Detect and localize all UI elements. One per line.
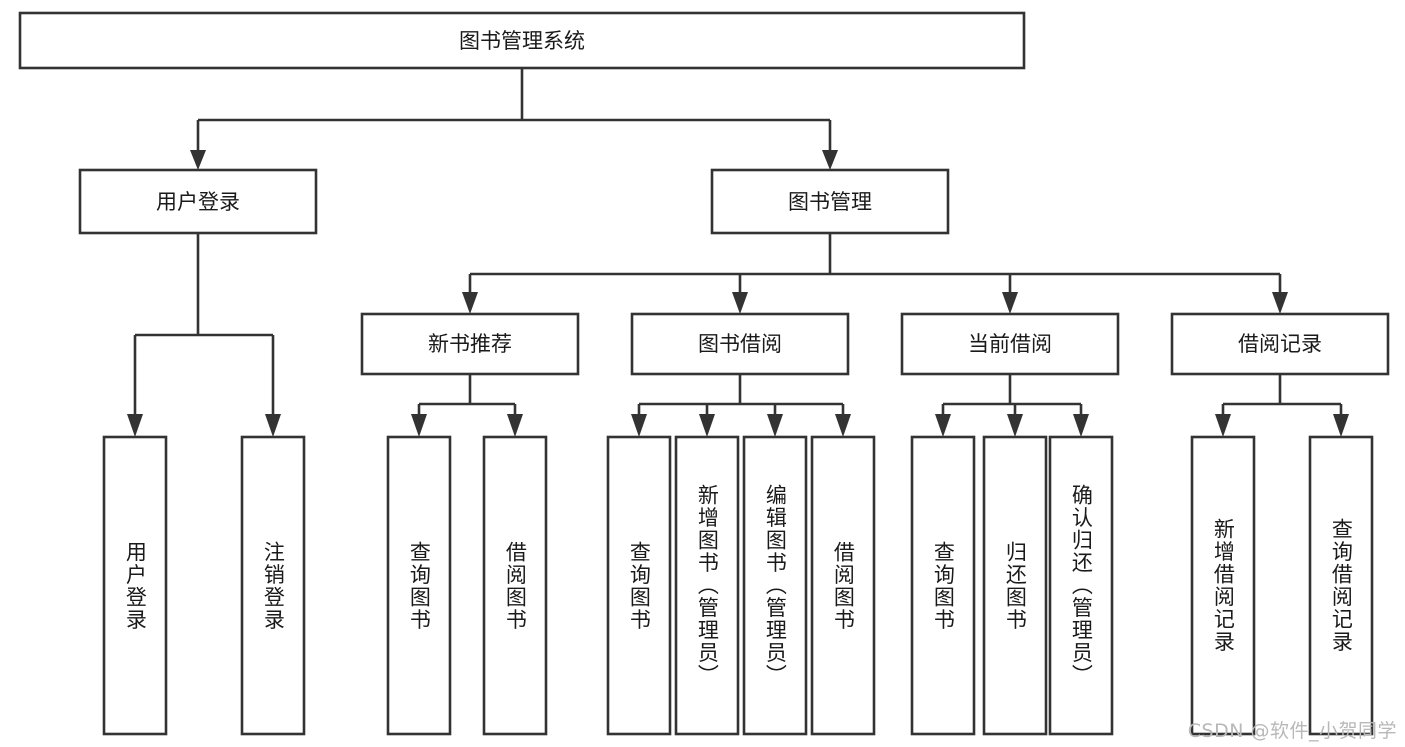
leaf-user-login-box[interactable] bbox=[102, 435, 168, 736]
node-book-borrow[interactable]: 图书借阅 bbox=[630, 312, 850, 376]
borrow-records-box[interactable] bbox=[1170, 312, 1390, 376]
arrowhead-leaf-query-record bbox=[1333, 414, 1349, 437]
arrowhead-leaf-borrow-book-1 bbox=[507, 414, 523, 437]
borrow-records-label: 借阅记录 bbox=[1238, 332, 1322, 356]
leaf-add-book-box[interactable] bbox=[674, 435, 740, 736]
root-box[interactable] bbox=[18, 11, 1026, 70]
current-borrow-label: 当前借阅 bbox=[968, 332, 1052, 356]
leaf-add-record-box[interactable] bbox=[1190, 435, 1256, 736]
arrowhead-new-book-recommend bbox=[462, 292, 478, 314]
arrowhead-leaf-confirm-return bbox=[1073, 414, 1089, 437]
leaf-query-book-3-box[interactable] bbox=[910, 435, 976, 736]
arrowhead-book-borrow bbox=[732, 292, 748, 314]
arrowhead-book-management bbox=[822, 150, 838, 170]
arrowhead-leaf-query-book-2 bbox=[631, 414, 647, 437]
leaf-confirm-return-box[interactable] bbox=[1048, 435, 1114, 736]
arrowhead-leaf-borrow-book-2 bbox=[835, 414, 851, 437]
arrowhead-leaf-user-login bbox=[127, 414, 143, 437]
leaf-query-book-1-box[interactable] bbox=[386, 435, 452, 736]
leaf-query-record-box[interactable] bbox=[1308, 435, 1374, 736]
arrowhead-current-borrow bbox=[1002, 292, 1018, 314]
arrowhead-borrow-records bbox=[1272, 292, 1288, 314]
leaf-borrow-book-1-box[interactable] bbox=[482, 435, 548, 736]
node-current-borrow[interactable]: 当前借阅 bbox=[900, 312, 1120, 376]
new-book-recommend-box[interactable] bbox=[360, 312, 580, 376]
arrowhead-leaf-add-record bbox=[1215, 414, 1231, 437]
user-login-label: 用户登录 bbox=[156, 190, 240, 214]
csdn-watermark: CSDN @软件_小贺同学 bbox=[1187, 720, 1397, 742]
leaf-query-book-2-box[interactable] bbox=[606, 435, 672, 736]
arrowhead-leaf-return-book bbox=[1007, 414, 1023, 437]
leaf-node-layer bbox=[102, 435, 1374, 736]
root-label: 图书管理系统 bbox=[459, 29, 585, 53]
current-borrow-box[interactable] bbox=[900, 312, 1120, 376]
leaf-logout-login-box[interactable] bbox=[240, 435, 306, 736]
node-user-login[interactable]: 用户登录 bbox=[78, 168, 318, 235]
node-root[interactable]: 图书管理系统 bbox=[18, 11, 1026, 70]
user-login-box[interactable] bbox=[78, 168, 318, 235]
leaf-borrow-book-2-box[interactable] bbox=[810, 435, 876, 736]
node-book-management[interactable]: 图书管理 bbox=[710, 168, 950, 235]
arrowhead-leaf-query-book-3 bbox=[935, 414, 951, 437]
arrowhead-leaf-add-book bbox=[699, 414, 715, 437]
book-management-box[interactable] bbox=[710, 168, 950, 235]
arrowhead-leaf-edit-book bbox=[767, 414, 783, 437]
book-management-label: 图书管理 bbox=[788, 190, 872, 214]
connector-layer bbox=[127, 68, 1349, 437]
book-borrow-label: 图书借阅 bbox=[698, 332, 782, 356]
node-borrow-records[interactable]: 借阅记录 bbox=[1170, 312, 1390, 376]
arrowhead-leaf-logout-login bbox=[265, 414, 281, 437]
arrowhead-user-login bbox=[190, 150, 206, 170]
leaf-return-book-box[interactable] bbox=[982, 435, 1048, 736]
arrowhead-leaf-query-book-1 bbox=[411, 414, 427, 437]
new-book-recommend-label: 新书推荐 bbox=[428, 332, 512, 356]
node-new-book-recommend[interactable]: 新书推荐 bbox=[360, 312, 580, 376]
book-borrow-box[interactable] bbox=[630, 312, 850, 376]
leaf-edit-book-box[interactable] bbox=[742, 435, 808, 736]
